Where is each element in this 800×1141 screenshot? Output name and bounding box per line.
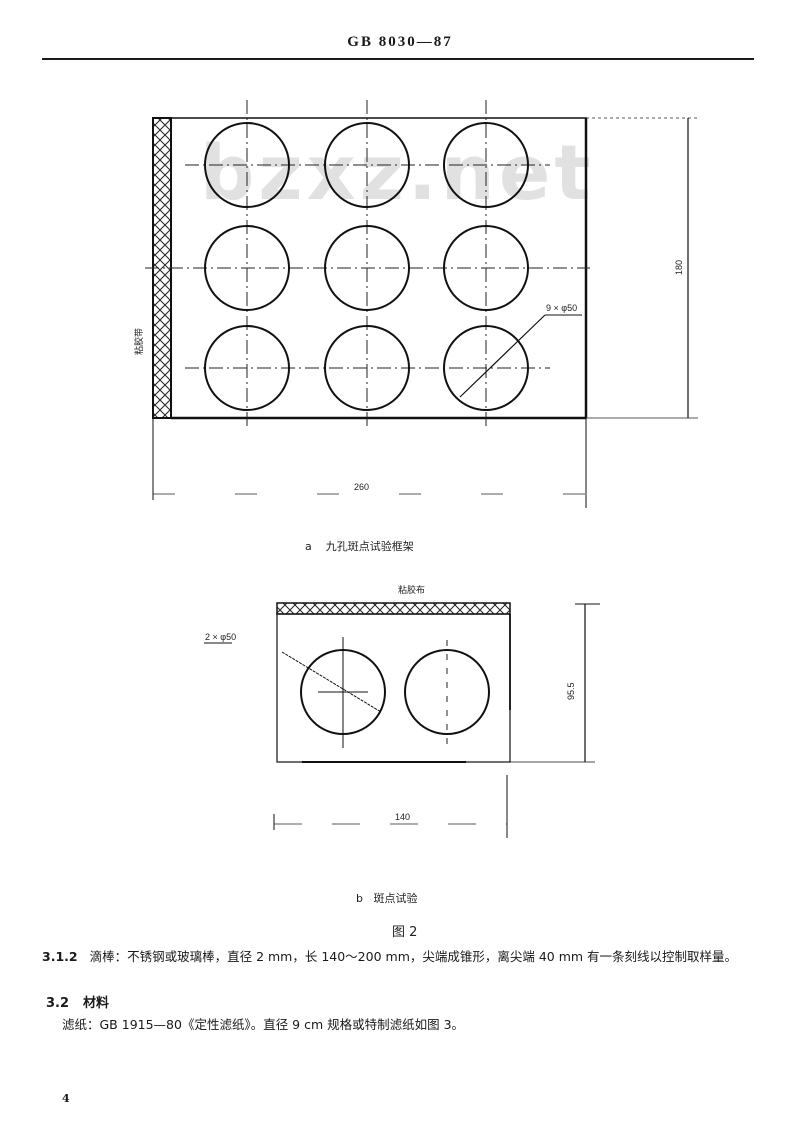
page-number: 4 [62,1092,70,1105]
height-dim-b: 95.5 [566,682,576,700]
section-3-2-heading: 3.2 材料 [46,992,109,1011]
figure-b-caption: b 斑点试验 [356,890,417,906]
width-dim-b: 140 [395,812,410,822]
plate-outline [276,613,511,763]
figure-b-drawing: 2 × φ50 95.5 140 粘胶布 [204,584,600,838]
hole-note-a: 9 × φ50 [546,303,577,313]
figure-a-caption: a 九孔斑点试验框架 [305,538,414,554]
figure-a-prefix: a [305,540,312,553]
width-dim-a: 260 [354,482,369,492]
section-3-1-2: 3.1.2 滴棒：不锈钢或玻璃棒，直径 2 mm，长 140～200 mm，尖端成… [42,946,762,968]
hole-note-b: 2 × φ50 [205,632,236,642]
section-number: 3.2 [46,996,70,1011]
figure-b-caption-text: 斑点试验 [373,892,418,905]
figure-b-prefix: b [356,892,363,905]
section-3-2-text: 滤纸：GB 1915—80《定性滤纸》。直径 9 cm 规格或特制滤纸如图 3。 [62,1017,465,1032]
standard-code: GB 8030—87 [347,34,453,50]
section-heading: 材料 [83,996,110,1011]
section-number: 3.1.2 [42,949,78,964]
adhesive-strip-b [276,602,511,615]
figure-a-drawing: 9 × φ50 180 260 粘胶带 [133,100,698,508]
section-text: 滴棒：不锈钢或玻璃棒，直径 2 mm，长 140～200 mm，尖端成锥形，离尖… [89,949,738,964]
figure-title: 图 2 [392,925,418,940]
figure-a-caption-text: 九孔斑点试验框架 [325,540,414,553]
header-rule [42,58,754,60]
height-dim-a: 180 [674,260,684,275]
side-label-a: 粘胶带 [133,328,144,355]
top-label-b: 粘胶布 [398,584,425,595]
